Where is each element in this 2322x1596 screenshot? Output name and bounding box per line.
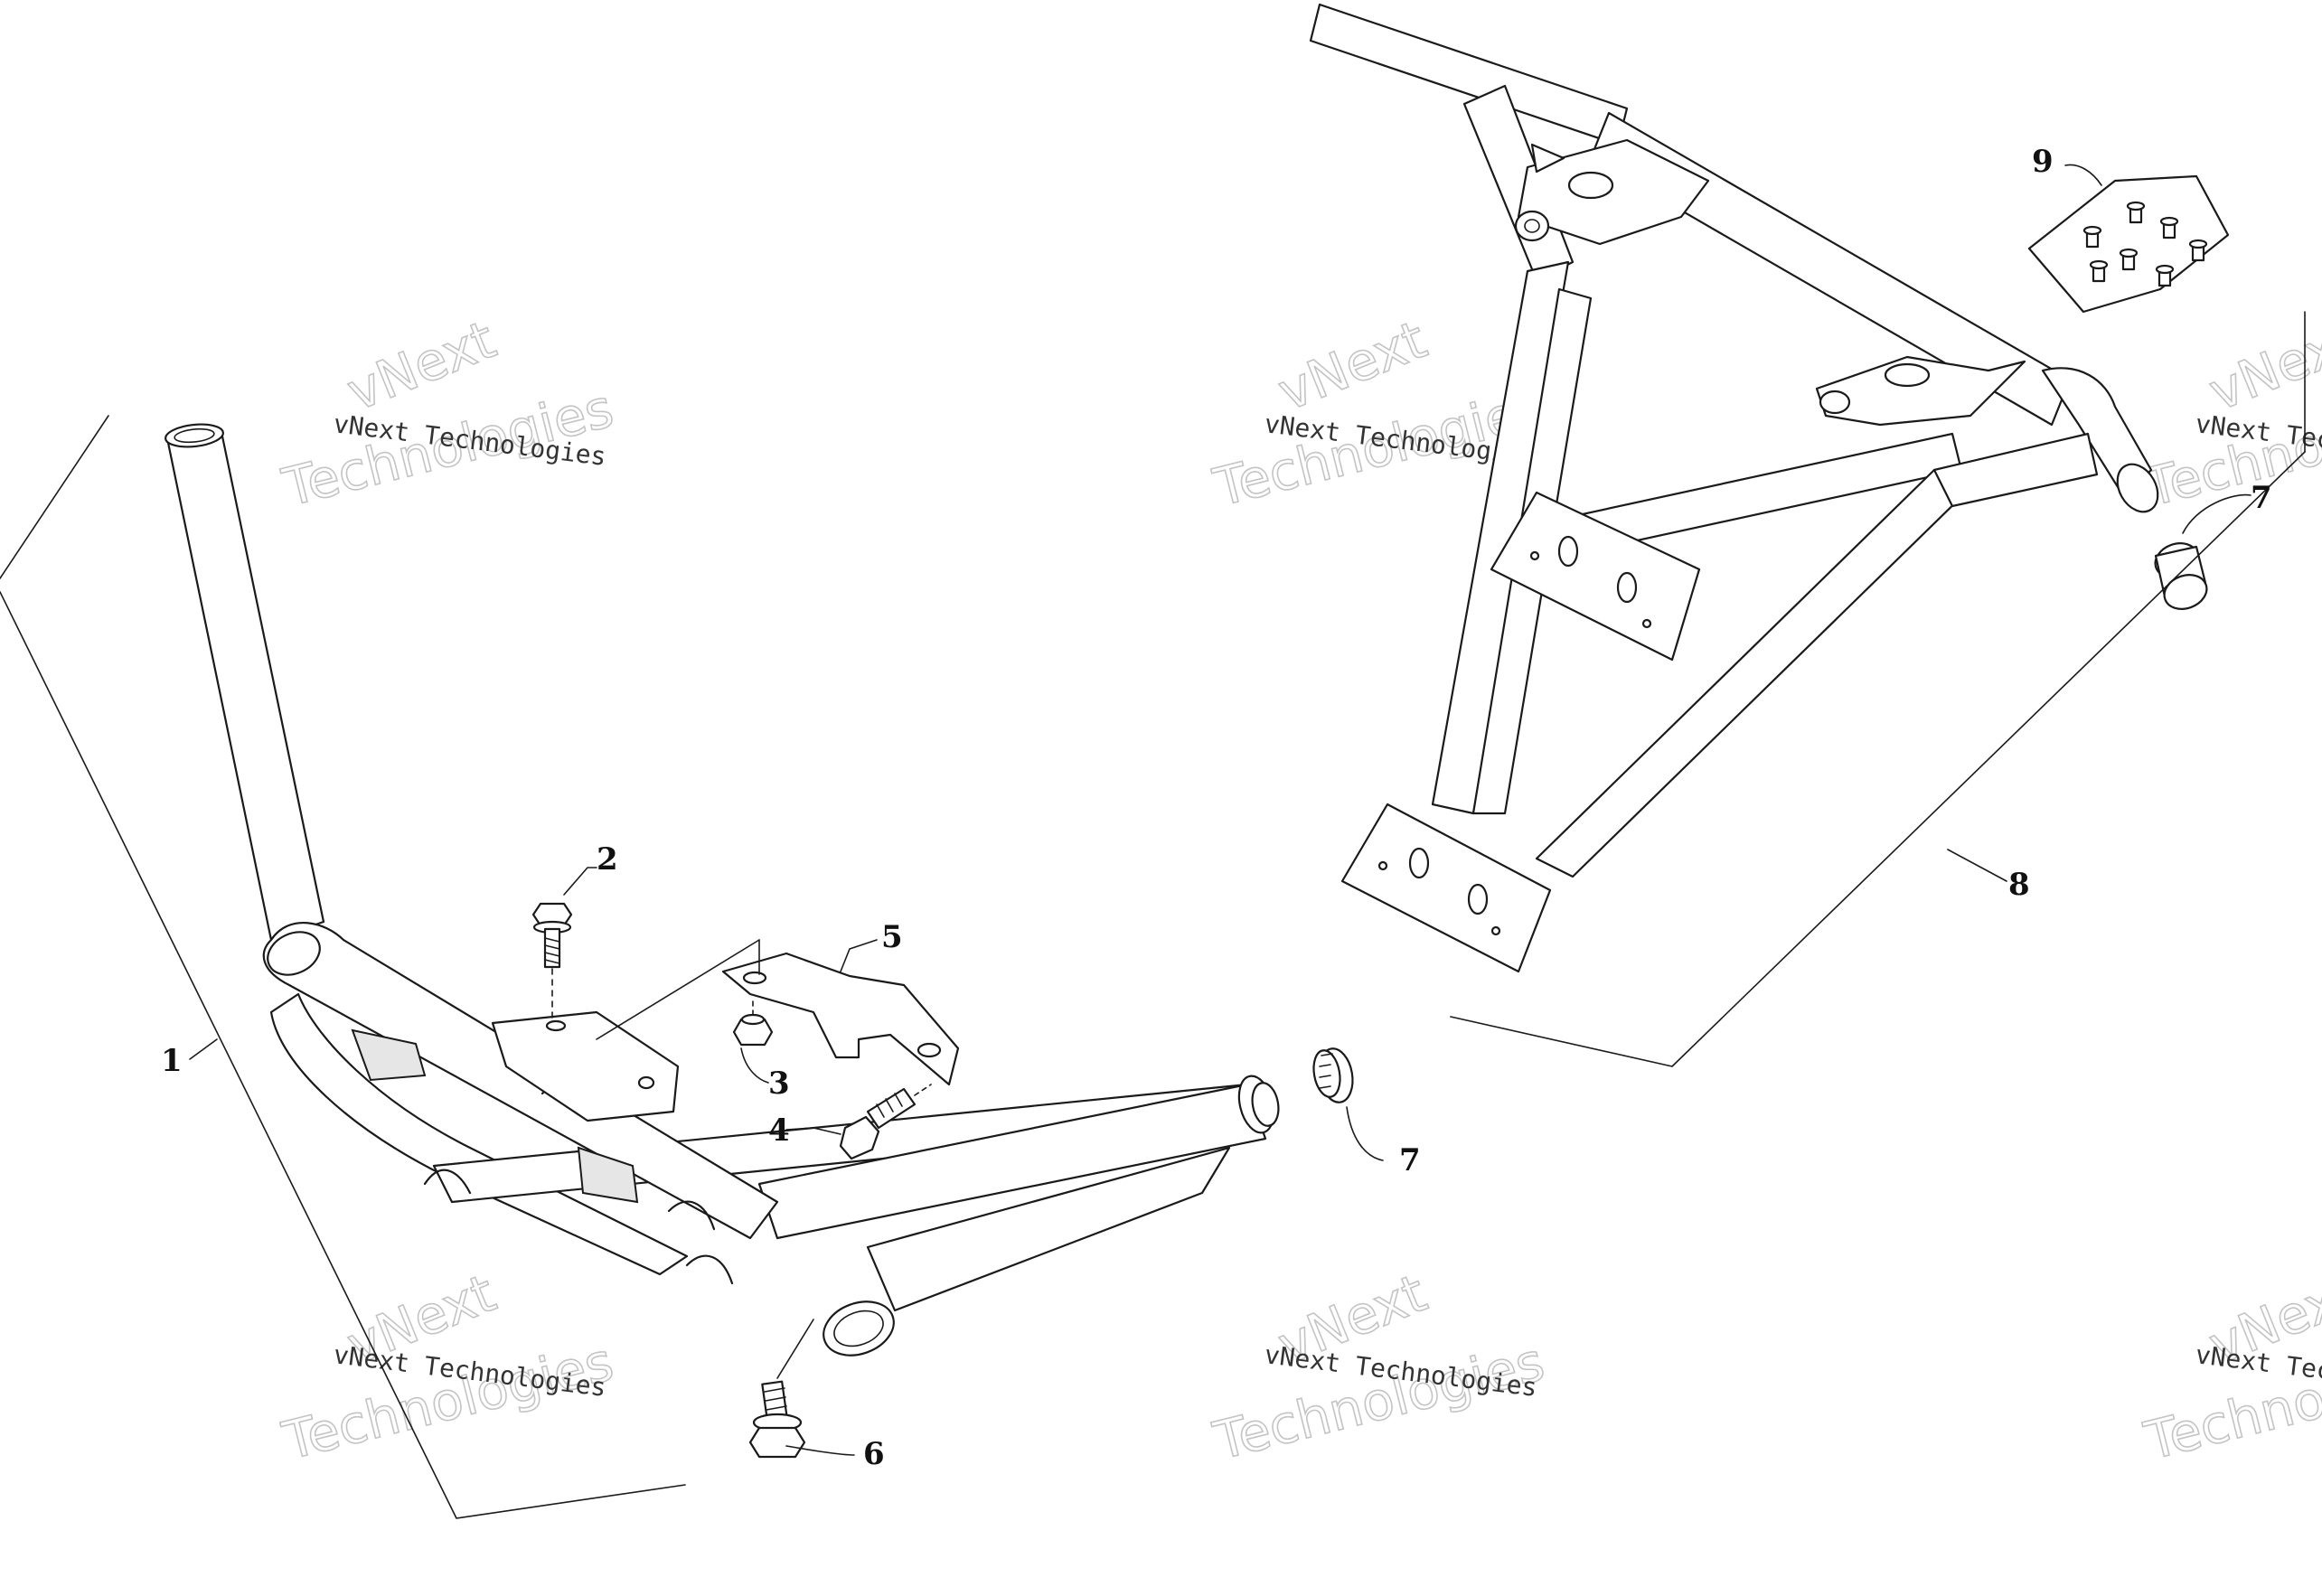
hardware-kit-bag xyxy=(2027,174,2230,314)
callout-7-left: 7 xyxy=(1399,1142,1421,1178)
bumper-mount-hole xyxy=(545,1019,567,1032)
nut-item-3 xyxy=(732,1000,774,1084)
callout-4: 4 xyxy=(768,1113,790,1149)
callout-6: 6 xyxy=(863,1436,885,1472)
callout-5: 5 xyxy=(881,919,903,955)
watermark-word: Technologies xyxy=(277,1330,619,1471)
frame-right-bracket-hole xyxy=(1884,362,1931,388)
frame-gusset xyxy=(1530,143,1565,174)
frame-right-bracket-eye xyxy=(1819,390,1851,415)
kit-bolt xyxy=(2188,239,2208,262)
bumper-bottom-joint xyxy=(823,1300,895,1357)
bumper-lower-loop-tube xyxy=(269,992,689,1276)
bolt-4-head xyxy=(839,1115,880,1160)
bolt-item-4 xyxy=(785,1084,932,1160)
kit-bolt xyxy=(2159,216,2179,239)
callout-7-right: 7 xyxy=(2251,480,2272,516)
frame-lower-right-tube xyxy=(1932,432,2099,508)
callout-1-leader xyxy=(189,1038,218,1060)
frame-lower-plate-slot xyxy=(1408,847,1430,879)
front-frame-assembly xyxy=(1309,3,2159,973)
assembly-8-bracket xyxy=(1450,311,2306,1067)
frame-side-rail xyxy=(1589,111,2072,427)
hardware-kit-item-9 xyxy=(2027,164,2230,314)
bracket-plate xyxy=(721,952,960,1086)
watermark-word: Technologies xyxy=(1208,1330,1550,1471)
assembly-1-bracket xyxy=(0,415,686,1519)
kit-bolt xyxy=(2089,259,2109,283)
callout-9: 9 xyxy=(2032,144,2054,180)
bumper-right-crossbar xyxy=(757,1083,1267,1240)
frame-upper-bracket-hole xyxy=(1567,171,1614,200)
callout-8: 8 xyxy=(2008,867,2030,903)
kit-bolt xyxy=(2082,225,2102,249)
watermark-brand: vNext xyxy=(2201,308,2322,423)
watermark-top-left: vNext Technologies vNext Technologies xyxy=(276,308,620,520)
watermark-brand: vNext xyxy=(339,308,504,423)
bumper-mount-plate xyxy=(491,1010,680,1122)
watermark-bottom-right: vNext Technologies vNext Technologies xyxy=(2138,1262,2322,1473)
kit-bolt xyxy=(2126,201,2146,224)
watermark-bottom-middle: vNext Technologies vNext Technologies xyxy=(1207,1262,1551,1473)
frame-right-bracket xyxy=(1815,355,2026,427)
watermark-bottom-left: vNext Technologies vNext Technologies xyxy=(276,1262,620,1473)
bolt-item-2 xyxy=(531,867,597,1022)
front-bumper-assembly xyxy=(165,423,1275,1357)
bracket-item-5 xyxy=(596,939,960,1086)
bumper-center-tab xyxy=(577,1146,639,1204)
bumper-side-tab xyxy=(351,1028,427,1082)
kit-bolt xyxy=(2155,264,2175,287)
callout-2: 2 xyxy=(597,841,618,878)
end-cap-item-7-left xyxy=(1251,1047,1384,1161)
frame-top-rail xyxy=(1309,3,1629,146)
frame-lower-plate-slot-2 xyxy=(1467,883,1489,915)
watermark-brand: vNext xyxy=(1270,308,1435,423)
bumper-upper-bend xyxy=(267,931,321,976)
frame-right-tube-end xyxy=(2116,463,2159,513)
frame-upper-bracket-eye xyxy=(1514,210,1550,242)
kit-bolt xyxy=(2119,248,2139,271)
bolt-item-6 xyxy=(748,1319,855,1459)
frame-lower-mount-plate xyxy=(1340,803,1552,973)
frame-plate-slot-2 xyxy=(1616,571,1638,604)
watermark-top-right: vNext Technologies vNext Technologies xyxy=(2138,308,2322,520)
bumper-lower-leg xyxy=(866,1146,1231,1312)
callout-3: 3 xyxy=(768,1066,790,1102)
bumper-mount-hole-2 xyxy=(637,1075,655,1090)
frame-plate-slot xyxy=(1557,535,1579,568)
frame-upper-mount-plate xyxy=(1490,491,1701,662)
callout-1: 1 xyxy=(161,1043,183,1079)
